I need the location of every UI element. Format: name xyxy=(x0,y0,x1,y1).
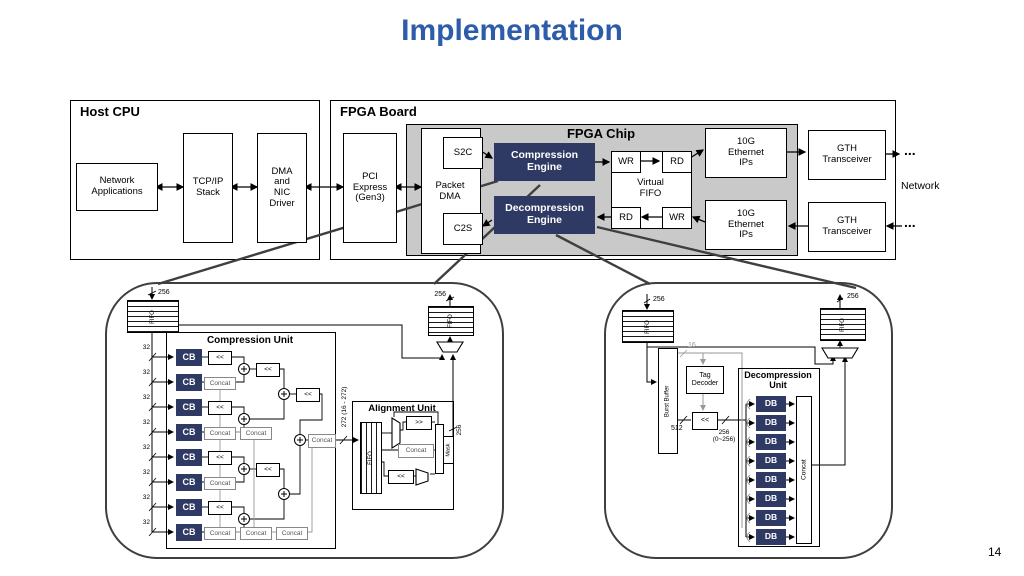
tag-decoder-box: Tag Decoder xyxy=(686,366,724,394)
concat-label: Concat xyxy=(800,459,808,481)
concat-box: Concat xyxy=(240,527,272,540)
compression-input-width: 256 xyxy=(158,289,170,296)
concat-box: Concat xyxy=(204,477,236,490)
tcpip-stack-block: TCP/IP Stack xyxy=(183,133,233,243)
vfifo-rd-top: RD xyxy=(662,151,692,173)
db-block: DB xyxy=(756,510,786,526)
bus32-label: 32 xyxy=(142,419,150,426)
cb-block: CB xyxy=(176,524,202,541)
mask-label: Mask xyxy=(445,443,452,457)
ellipsis-top: ... xyxy=(904,142,916,158)
packet-dma-label: Packet DMA xyxy=(435,180,465,202)
bus32-label: 32 xyxy=(142,469,150,476)
fpga-board-title: FPGA Board xyxy=(340,104,417,119)
page-number: 14 xyxy=(988,545,1002,559)
cb-block: CB xyxy=(176,399,202,416)
cb-block: CB xyxy=(176,374,202,391)
vfifo-wr-top: WR xyxy=(611,151,641,173)
virtual-fifo-label: Virtual FIFO xyxy=(637,177,664,199)
bus32-label: 32 xyxy=(142,494,150,501)
fifo-label: FIFO xyxy=(149,309,156,324)
db-block: DB xyxy=(756,529,786,545)
concat-box: Concat xyxy=(204,377,236,390)
fpga-chip-title: FPGA Chip xyxy=(566,126,636,141)
concat-box-final: Concat xyxy=(308,434,336,448)
fifo-label: FIFO xyxy=(367,451,374,465)
c2s-block: C2S xyxy=(443,213,483,245)
concat-box: Concat xyxy=(204,427,236,440)
compression-input-fifo: FIFO xyxy=(127,300,179,333)
slide-title: Implementation xyxy=(401,14,623,47)
decompression-output-fifo: FIFO xyxy=(820,308,866,341)
concat-box: Concat xyxy=(204,527,236,540)
burst-buffer-label: Burst Buffer xyxy=(664,385,671,417)
concat-box: Concat xyxy=(276,527,308,540)
compression-output-width-256: 256 xyxy=(434,291,446,298)
alignment-unit-title: Alignment Unit xyxy=(368,403,436,414)
fifo-label: FIFO xyxy=(839,317,846,332)
concat-box: Concat xyxy=(240,427,272,440)
decompression-input-width: 256 xyxy=(653,296,665,303)
bus32-label: 32 xyxy=(142,394,150,401)
shift-left-box: << xyxy=(208,451,232,465)
decompression-unit-title: Decompression Unit xyxy=(744,370,812,390)
compression-output-fifo: FIFO xyxy=(428,306,474,336)
shift-left-box: << xyxy=(388,470,414,484)
fifo-label: FIFO xyxy=(447,314,454,328)
eth-10g-bottom-block: 10G Ethernet IPs xyxy=(705,200,787,250)
pci-express-block: PCI Express (Gen3) xyxy=(343,133,397,243)
burst-width-label: 512 xyxy=(671,425,683,432)
decompression-input-fifo: FIFO xyxy=(622,310,674,343)
db-block: DB xyxy=(756,491,786,507)
dma-nic-driver-block: DMA and NIC Driver xyxy=(257,133,307,243)
s2c-block: S2C xyxy=(443,137,483,169)
mask-box: Mask xyxy=(443,436,454,464)
bus32-label: 32 xyxy=(142,369,150,376)
tag-width-label: 16 xyxy=(688,342,696,349)
db-block: DB xyxy=(756,415,786,431)
burst-buffer-box: Burst Buffer xyxy=(658,348,678,454)
bus32-label: 32 xyxy=(142,344,150,351)
gth-transceiver-bottom-block: GTH Transceiver xyxy=(808,202,886,252)
shift-left-box: << xyxy=(208,351,232,365)
db-block: DB xyxy=(756,453,786,469)
db-block: DB xyxy=(756,396,786,412)
cb-block: CB xyxy=(176,349,202,366)
decompression-unit-box xyxy=(738,368,820,547)
cb-block: CB xyxy=(176,424,202,441)
shift-left-box: << xyxy=(692,412,718,430)
alignment-output-width: 256 xyxy=(455,424,463,436)
compression-output-width: 272 (16 - 272) xyxy=(340,386,348,428)
shift-left-box: << xyxy=(296,388,320,402)
cb-block: CB xyxy=(176,474,202,491)
vfifo-rd-bottom: RD xyxy=(611,207,641,229)
decompression-engine-block: Decompression Engine xyxy=(494,196,595,234)
cb-block: CB xyxy=(176,499,202,516)
db-block: DB xyxy=(756,434,786,450)
shift-left-box: << xyxy=(256,363,280,377)
alignment-fifo: FIFO xyxy=(360,422,382,494)
shift-left-box: << xyxy=(256,463,280,477)
compression-unit-title: Compression Unit xyxy=(206,335,294,346)
db-block: DB xyxy=(756,472,786,488)
cb-block: CB xyxy=(176,449,202,466)
decompression-concat-box: Concat xyxy=(796,396,812,544)
network-applications-block: Network Applications xyxy=(76,163,158,211)
shift-output-width: 256 (0~256) xyxy=(712,428,736,443)
decompression-output-width: 256 xyxy=(847,293,859,300)
host-cpu-title: Host CPU xyxy=(80,104,140,119)
shift-right-box: >> xyxy=(406,416,432,430)
shift-left-box: << xyxy=(208,501,232,515)
network-label: Network xyxy=(901,180,940,192)
eth-10g-top-block: 10G Ethernet IPs xyxy=(705,128,787,178)
bus32-label: 32 xyxy=(142,444,150,451)
compression-engine-block: Compression Engine xyxy=(494,143,595,181)
fifo-label: FIFO xyxy=(644,319,651,334)
bus32-label: 32 xyxy=(142,519,150,526)
shift-left-box: << xyxy=(208,401,232,415)
vfifo-wr-bottom: WR xyxy=(662,207,692,229)
ellipsis-bottom: ... xyxy=(904,214,916,230)
concat-box: Concat xyxy=(398,444,434,458)
gth-transceiver-top-block: GTH Transceiver xyxy=(808,130,886,180)
